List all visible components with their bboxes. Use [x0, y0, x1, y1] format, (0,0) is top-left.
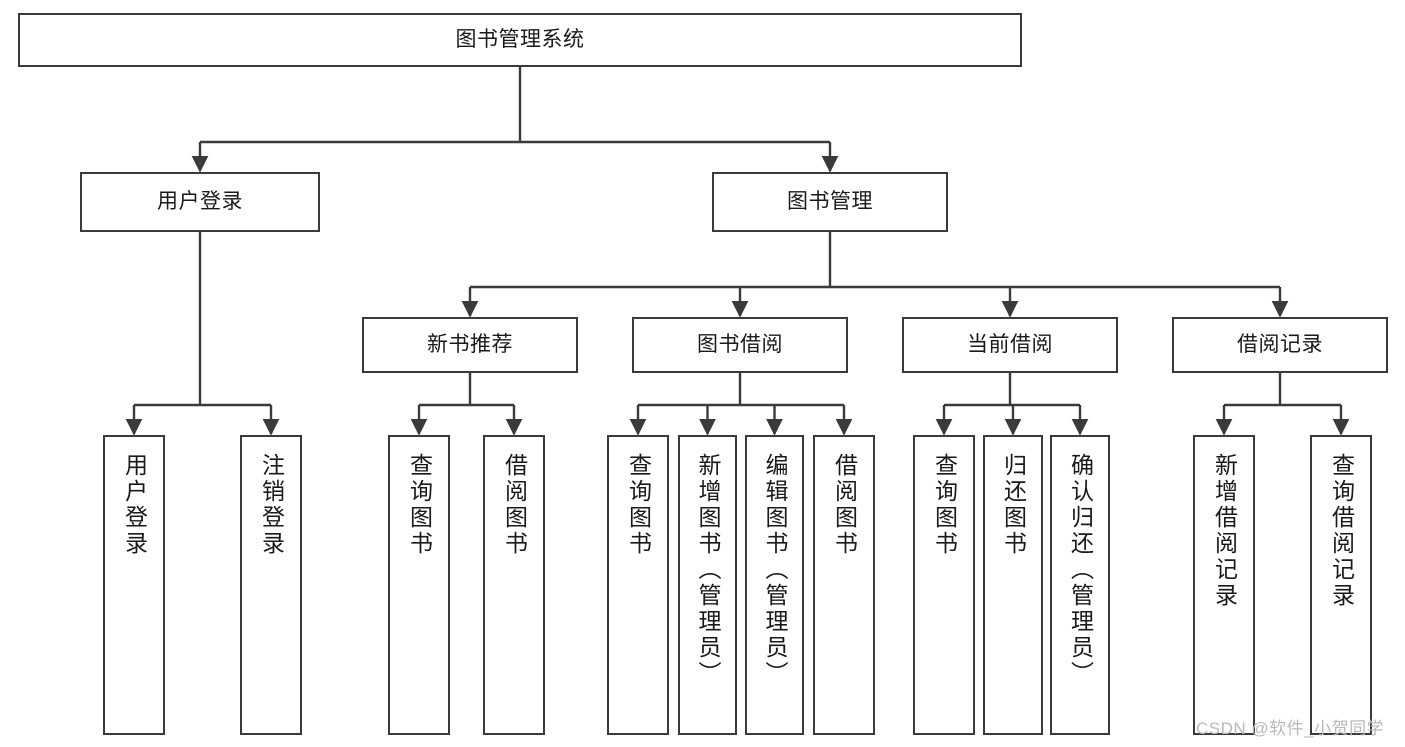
node-label: 注销登录	[258, 453, 285, 557]
node-leaf-query-book-2[interactable]: 查询图书	[607, 435, 669, 735]
node-leaf-return-book[interactable]: 归还图书	[983, 435, 1043, 735]
node-leaf-confirm-return[interactable]: 确认归还（管理员）	[1050, 435, 1110, 735]
node-label: 借阅图书	[831, 453, 858, 557]
node-book-borrow[interactable]: 图书借阅	[632, 317, 848, 373]
node-label: 图书借阅	[697, 332, 783, 356]
node-label: 借阅图书	[501, 453, 528, 557]
node-leaf-user-login[interactable]: 用户登录	[103, 435, 165, 735]
node-leaf-edit-book[interactable]: 编辑图书（管理员）	[745, 435, 804, 735]
node-label: 用户登录	[157, 189, 243, 213]
node-label: 新增借阅记录	[1211, 453, 1238, 609]
node-new-book-rec[interactable]: 新书推荐	[362, 317, 578, 373]
node-label: 用户登录	[121, 453, 148, 557]
node-label: 查询图书	[406, 453, 433, 557]
node-book-manage[interactable]: 图书管理	[712, 172, 948, 232]
node-leaf-query-book-3[interactable]: 查询图书	[913, 435, 975, 735]
node-label: 新书推荐	[427, 332, 513, 356]
node-current-borrow[interactable]: 当前借阅	[902, 317, 1118, 373]
node-leaf-borrow-book-1[interactable]: 借阅图书	[483, 435, 545, 735]
node-label: 借阅记录	[1237, 332, 1323, 356]
node-leaf-add-record[interactable]: 新增借阅记录	[1193, 435, 1255, 735]
node-label: 查询图书	[931, 453, 958, 557]
node-leaf-add-book[interactable]: 新增图书（管理员）	[678, 435, 737, 735]
node-label: 确认归还（管理员）	[1067, 453, 1094, 687]
node-label: 归还图书	[1000, 453, 1027, 557]
node-label: 图书管理系统	[455, 27, 585, 51]
node-label: 新增图书（管理员）	[695, 453, 721, 687]
node-root[interactable]: 图书管理系统	[18, 13, 1022, 67]
node-label: 查询图书	[625, 453, 652, 557]
node-label: 编辑图书（管理员）	[762, 453, 788, 687]
node-user-login[interactable]: 用户登录	[80, 172, 320, 232]
node-label: 图书管理	[787, 189, 873, 213]
node-leaf-query-book-1[interactable]: 查询图书	[388, 435, 450, 735]
node-label: 查询借阅记录	[1328, 453, 1355, 609]
node-label: 当前借阅	[967, 332, 1053, 356]
node-leaf-query-record[interactable]: 查询借阅记录	[1310, 435, 1372, 735]
node-leaf-logout[interactable]: 注销登录	[240, 435, 302, 735]
node-leaf-borrow-book-2[interactable]: 借阅图书	[813, 435, 875, 735]
node-borrow-record[interactable]: 借阅记录	[1172, 317, 1388, 373]
